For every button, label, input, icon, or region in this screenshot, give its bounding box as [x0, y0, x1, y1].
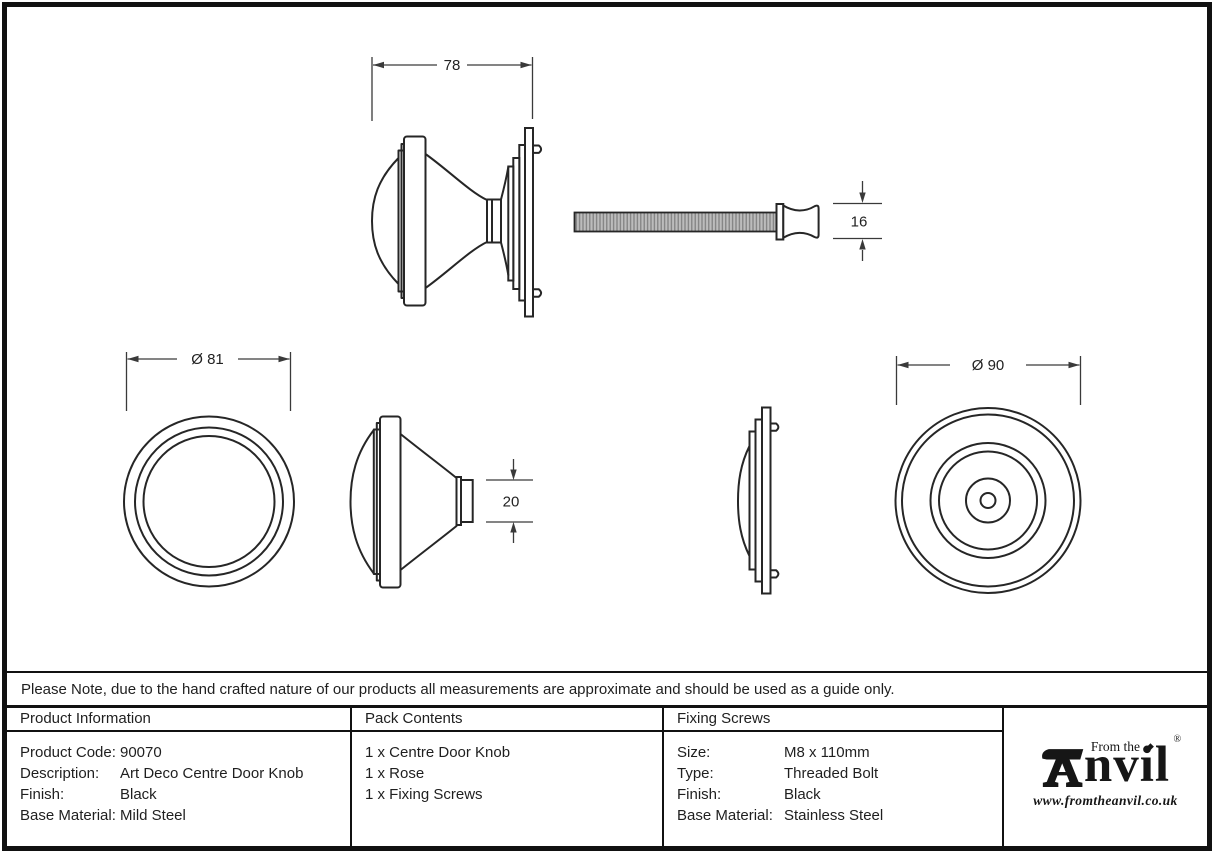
- dim-bolt-knob-height: 16: [833, 181, 882, 261]
- note-text: Please Note, due to the hand crafted nat…: [21, 680, 895, 698]
- threaded-bolt-drawing: [573, 203, 820, 241]
- dim-label-16: 16: [851, 214, 868, 231]
- diamond-icon: ◆: [1147, 741, 1154, 751]
- dim-rose-diameter: Ø 90: [895, 356, 1082, 405]
- rose-side-view-drawing: [736, 406, 780, 595]
- website-url: www.fromtheanvil.co.uk: [1033, 793, 1178, 808]
- dim-label-78: 78: [444, 57, 461, 74]
- brand-tagline: From the◆: [1090, 739, 1154, 754]
- table-row: Product Code: 90070: [20, 742, 350, 763]
- from-the-anvil-logo: nvil From the◆ ® www.fromtheanvil.co.uk: [1033, 734, 1181, 809]
- row-value: Stainless Steel: [784, 806, 884, 824]
- table-row: Description: Art Deco Centre Door Knob: [20, 763, 350, 784]
- row-label: Size:: [677, 743, 711, 761]
- dim-label-81: Ø 81: [191, 351, 224, 368]
- row-value: Black: [120, 785, 157, 803]
- row-label: Product Code:: [20, 743, 116, 761]
- row-value: Art Deco Centre Door Knob: [120, 764, 304, 782]
- row-label: Type:: [677, 764, 714, 782]
- dim-label-90: Ø 90: [972, 357, 1005, 374]
- table-row: Finish: Black: [20, 784, 350, 805]
- anvil-icon: [1041, 749, 1084, 787]
- brand-cell: nvil From the◆ ® www.fromtheanvil.co.uk: [1002, 708, 1207, 846]
- row-value: M8 x 110mm: [784, 743, 870, 761]
- row-value: Black: [784, 785, 821, 803]
- pack-contents-header: Pack Contents: [352, 708, 662, 732]
- table-row: Size: M8 x 110mm: [677, 742, 1002, 763]
- brand-text: nvil: [1083, 737, 1171, 793]
- list-item: 1 x Fixing Screws: [365, 785, 483, 803]
- fixing-screws-column: Fixing Screws Size: M8 x 110mm Type: Thr…: [662, 708, 1002, 846]
- registered-mark: ®: [1173, 734, 1182, 745]
- dim-knob-assembly-width: 78: [371, 57, 534, 121]
- dim-knob-face-diameter: Ø 81: [125, 351, 292, 411]
- product-information-header: Product Information: [7, 708, 350, 732]
- knob-front-view-drawing: [123, 415, 295, 588]
- row-label: Finish:: [677, 785, 722, 803]
- dim-label-20: 20: [503, 494, 520, 511]
- knob-profile-view-drawing: [349, 415, 474, 589]
- note-bar: Please Note, due to the hand crafted nat…: [7, 671, 1207, 705]
- row-label: Finish:: [20, 785, 65, 803]
- table-row: Base Material: Mild Steel: [20, 805, 350, 826]
- list-item: 1 x Rose: [365, 764, 425, 782]
- list-item: 1 x Centre Door Knob: [365, 743, 511, 761]
- fixing-screws-header: Fixing Screws: [664, 708, 1002, 732]
- row-label: Description:: [20, 764, 100, 782]
- table-row: Base Material: Stainless Steel: [677, 805, 1002, 826]
- row-value: Mild Steel: [120, 806, 186, 824]
- dim-knob-neck-height: 20: [486, 459, 533, 543]
- table-row: Finish: Black: [677, 784, 1002, 805]
- rose-front-view-drawing: [894, 407, 1082, 594]
- row-value: 90070: [120, 743, 162, 761]
- table-row: Type: Threaded Bolt: [677, 763, 1002, 784]
- pack-contents-column: Pack Contents 1 x Centre Door Knob 1 x R…: [350, 708, 662, 846]
- knob-side-view-with-rose-drawing: [370, 127, 543, 318]
- spec-table: Product Information Product Code: 90070 …: [7, 705, 1207, 846]
- product-information-column: Product Information Product Code: 90070 …: [7, 708, 350, 846]
- row-label: Base Material:: [20, 806, 116, 824]
- row-label: Base Material:: [677, 806, 773, 824]
- row-value: Threaded Bolt: [784, 764, 879, 782]
